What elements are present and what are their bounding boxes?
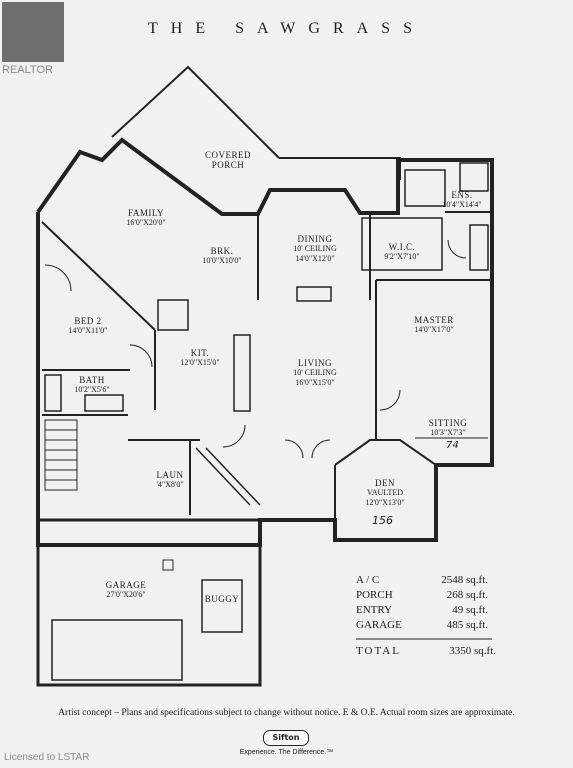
room-den: DEN VAULTED 12'0"X13'0": [365, 478, 404, 508]
bath-tub: [44, 374, 62, 412]
room-name: KIT.: [190, 348, 210, 358]
room-size: 12'0"X13'0": [365, 498, 405, 507]
room-size: 14'0"X17'0": [414, 325, 454, 334]
room-name: FAMILY: [128, 208, 164, 218]
room-size: 10'3"X7'3": [430, 428, 466, 437]
room-buggy: BUGGY: [205, 594, 240, 604]
ens-vanity: [469, 224, 489, 271]
kitchen-counter: [157, 299, 189, 331]
room-name: COVERED PORCH: [205, 150, 251, 170]
area-label: ENTRY: [356, 604, 393, 616]
room-size: 10'4"X14'4": [442, 200, 482, 209]
room-name: SITTING: [428, 418, 468, 428]
room-note: VAULTED: [366, 488, 404, 497]
room-kit: KIT. 12'0"X15'0": [180, 348, 219, 368]
area-value: 49 sq.ft.: [452, 604, 488, 616]
brand-tagline: Experience. The Difference.™: [239, 749, 334, 756]
room-size: 9'2"X7'10": [384, 252, 420, 261]
room-name: BRK.: [210, 246, 234, 256]
room-garage: GARAGE 27'0"X20'6": [106, 580, 147, 600]
hall-diagonal-1: [195, 447, 251, 506]
kitchen-island: [233, 334, 251, 412]
room-note: 10' CEILING: [293, 368, 337, 377]
room-sitting: SITTING 10'3"X7'3": [429, 418, 468, 438]
realtor-logo-icon: [2, 2, 64, 62]
room-name: MASTER: [414, 315, 454, 325]
porch-right-edge: [279, 157, 401, 180]
garage-vent: [162, 559, 174, 571]
total-label: TOTAL: [356, 645, 401, 657]
room-master: MASTER 14'0"X17'0": [414, 315, 454, 335]
room-note: 10' CEILING: [293, 244, 337, 253]
room-name: DINING: [297, 234, 333, 244]
den-walls: [334, 439, 437, 541]
room-name: LAUN: [156, 470, 184, 480]
room-size: 10'2"X5'6": [74, 385, 110, 394]
realtor-label: REALTOR: [2, 64, 53, 76]
room-size: 12'0"X15'0": [180, 358, 220, 367]
room-size: 16'0"X15'0": [295, 378, 335, 387]
room-name: GARAGE: [105, 580, 147, 590]
dining-table: [296, 286, 332, 302]
room-size: 14'0"X11'0": [68, 326, 108, 335]
room-living: LIVING 10' CEILING 16'0"X15'0": [293, 358, 336, 388]
room-size: 16'0"X20'0": [126, 218, 166, 227]
handwritten-den-note: 156: [372, 514, 393, 527]
room-name: BATH: [79, 375, 105, 385]
area-label: GARAGE: [356, 619, 402, 631]
room-name: LIVING: [298, 358, 332, 368]
room-size: 27'0"X20'6": [106, 590, 146, 599]
area-label: PORCH: [356, 589, 393, 601]
license-label: Licensed to LSTAR: [4, 752, 90, 763]
handwritten-sitting-note: 74: [446, 440, 459, 451]
area-value: 268 sq.ft.: [446, 589, 488, 601]
wic-walls: [361, 217, 443, 271]
room-covered-porch: COVERED PORCH: [200, 150, 256, 170]
room-name: BUGGY: [204, 594, 240, 604]
area-summary: A / C 2548 sq.ft. PORCH 268 sq.ft. ENTRY 49…: [356, 574, 488, 634]
area-row: GARAGE 485 sq.ft.: [356, 619, 488, 634]
tub: [404, 169, 446, 207]
garage-door: [51, 619, 183, 681]
room-laun: LAUN '4"X8'0": [156, 470, 183, 490]
porch-outline: [111, 65, 280, 159]
bath-vanity: [84, 394, 124, 412]
page-title: THE SAWGRASS: [148, 20, 425, 37]
area-row: ENTRY 49 sq.ft.: [356, 604, 488, 619]
sifton-logo: Sifton: [263, 730, 309, 746]
room-family: FAMILY 16'0"X20'0": [126, 208, 165, 228]
area-value: 485 sq.ft.: [446, 619, 488, 631]
wall-family-bed2: [41, 221, 156, 331]
realtor-watermark: REALTOR: [0, 0, 68, 80]
room-bed2: BED 2 14'0"X11'0": [69, 316, 108, 336]
room-name: BED 2: [74, 316, 102, 326]
area-label: A / C: [356, 574, 380, 586]
shower: [459, 162, 489, 192]
buggy-bay: [201, 579, 243, 633]
area-value: 2548 sq.ft.: [441, 574, 488, 586]
total-value: 3350 sq.ft.: [449, 645, 496, 657]
room-name: DEN: [374, 478, 395, 488]
stairs: [44, 419, 78, 491]
room-brk: BRK. 10'0"X10'0": [202, 246, 241, 266]
exterior-wall: [36, 137, 494, 547]
total-rule: [356, 638, 492, 640]
garage-walls: [36, 518, 262, 687]
room-bath: BATH 10'2"X5'6": [74, 375, 109, 395]
room-ens: ENS. 10'4"X14'4": [442, 190, 481, 210]
door-swings: [44, 239, 467, 459]
room-name: ENS.: [451, 190, 473, 200]
area-row: A / C 2548 sq.ft.: [356, 574, 488, 589]
room-size: 10'0"X10'0": [202, 256, 242, 265]
room-name: W.I.C.: [388, 242, 416, 252]
area-total: TOTAL 3350 sq.ft.: [356, 645, 496, 657]
hall-diagonal-2: [205, 447, 261, 506]
room-size: 14'0"X12'0": [295, 254, 335, 263]
room-wic: W.I.C. 9'2"X7'10": [384, 242, 419, 262]
room-dining: DINING 10' CEILING 14'0"X12'0": [293, 234, 336, 264]
disclaimer: Artist concept – Plans and specification…: [58, 708, 515, 718]
room-size: '4"X8'0": [156, 480, 184, 489]
area-row: PORCH 268 sq.ft.: [356, 589, 488, 604]
